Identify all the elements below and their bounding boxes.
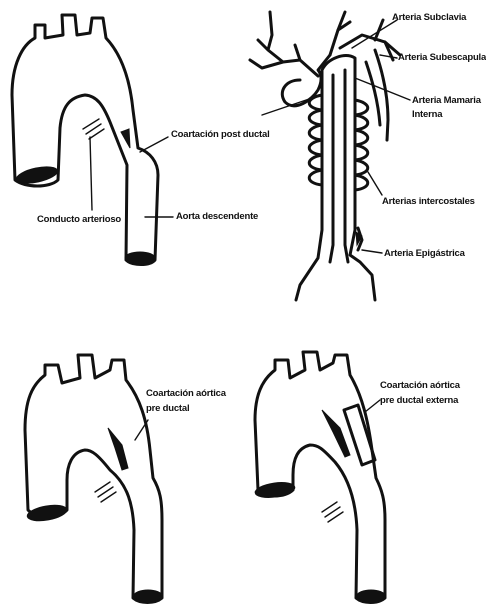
leader-subclavia <box>352 20 397 48</box>
pre-ductal-constriction <box>108 428 128 470</box>
descending-aorta-opening-4 <box>357 590 385 602</box>
descending-aorta-opening <box>125 252 155 264</box>
aortic-root-opening-3 <box>26 503 68 524</box>
label-arteria-mamaria-interna: Interna <box>412 109 442 120</box>
ductus-arteriosus-marks <box>83 119 104 139</box>
label-arteria-mamaria: Arteria Mamaria <box>412 95 481 106</box>
label-pre-ductal-externa-4: pre ductal externa <box>380 395 458 406</box>
label-coartacion-post-ductal: Coartación post ductal <box>171 129 270 140</box>
ductus-marks-3 <box>95 482 116 502</box>
post-ductal-constriction <box>121 129 130 148</box>
label-pre-ductal-3: pre ductal <box>146 403 189 414</box>
aortic-arch-outline <box>12 15 158 265</box>
intercostals-right <box>355 100 368 190</box>
intercostals-left <box>309 95 322 185</box>
ductus-marks-4 <box>322 502 343 522</box>
label-coartacion-aortica-3: Coartación aórtica <box>146 388 226 399</box>
aortic-arch-outline-3 <box>25 355 162 603</box>
label-coartacion-aortica-4: Coartación aórtica <box>380 380 460 391</box>
label-conducto-arterioso: Conducto arterioso <box>37 214 121 225</box>
leader-coartacion-externa <box>365 400 380 412</box>
leader-subescapular <box>380 55 397 58</box>
panel-pre-ductal-coarctation <box>25 355 162 603</box>
leader-coartacion-post <box>140 137 168 152</box>
subclavian-branches-left <box>250 12 318 76</box>
label-arteria-subclavia: Arteria Subclavia <box>392 12 466 23</box>
label-aorta-descendente: Aorta descendente <box>176 211 258 222</box>
aortic-root-opening-4 <box>254 480 296 499</box>
label-arteria-subescapular: Arteria Subescapular <box>398 52 486 63</box>
panel-post-ductal-coarctation <box>12 15 173 265</box>
panel-pre-ductal-external-coarctation <box>254 352 385 603</box>
aortic-arch-outline-4 <box>255 352 385 603</box>
leader-epigastrica <box>362 250 382 253</box>
internal-mammary-artery <box>366 50 388 140</box>
leader-intercostales-b <box>368 172 382 195</box>
leader-conducto <box>90 137 92 210</box>
subclavian-branches-right <box>330 12 400 60</box>
descending-aorta-opening-3 <box>134 590 162 602</box>
aorta-lumen-inner <box>330 70 348 262</box>
label-arterias-intercostales: Arterias intercostales <box>382 196 475 207</box>
label-arteria-epigastrica: Arteria Epigástrica <box>384 248 465 259</box>
